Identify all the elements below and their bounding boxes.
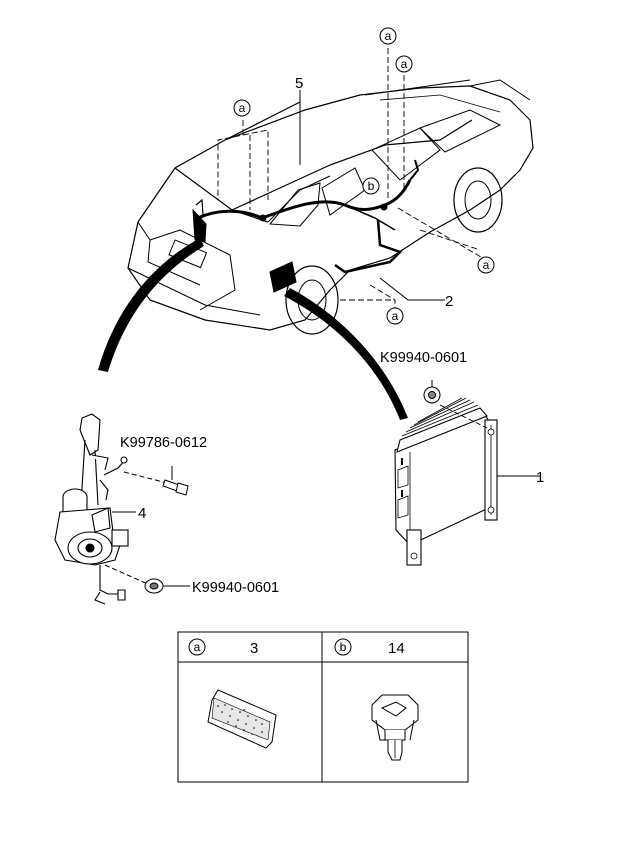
legend-table: a 3 b 14 — [177, 631, 469, 783]
part-number-antenna-nut: K99940-0601 — [192, 580, 279, 596]
detail-pointer-arrows — [98, 238, 408, 420]
callout-1: 1 — [536, 469, 544, 486]
amplifier-location — [269, 261, 297, 293]
wiring-harness — [197, 159, 420, 274]
antenna-bolt — [123, 471, 189, 496]
adhesive-pad-part — [207, 689, 277, 749]
ref-marker-a-4: a — [477, 256, 495, 274]
ref-marker-a-5: a — [386, 307, 404, 325]
amplifier-nut — [423, 386, 441, 404]
legend-part-14: 14 — [388, 640, 405, 657]
callout-leaders — [112, 90, 540, 513]
ref-marker-a-5-label: a — [392, 309, 399, 323]
ref-marker-b-label: b — [368, 179, 375, 193]
ref-marker-a-1-label: a — [239, 101, 246, 115]
callout-2: 2 — [445, 293, 453, 310]
amplifier-unit — [394, 397, 498, 566]
callout-4: 4 — [138, 505, 146, 522]
rear-antenna-location — [192, 198, 207, 243]
ref-marker-a-2: a — [379, 27, 397, 45]
legend-marker-a: a — [194, 640, 201, 654]
ref-marker-b: b — [362, 177, 380, 195]
ref-marker-a-2-label: a — [385, 29, 392, 43]
station-wagon-car — [127, 79, 534, 335]
power-antenna-assembly — [54, 413, 129, 605]
ref-marker-a-4-label: a — [483, 258, 490, 272]
part-number-amplifier-nut: K99940-0601 — [380, 350, 467, 366]
ref-marker-a-3: a — [395, 55, 413, 73]
callout-5: 5 — [295, 75, 303, 92]
ref-marker-a-1: a — [233, 99, 251, 117]
clip-part — [371, 694, 419, 761]
legend-marker-b: b — [340, 640, 347, 654]
antenna-nut — [104, 564, 164, 594]
ref-marker-a-3-label: a — [401, 57, 408, 71]
part-number-leaders — [163, 380, 433, 587]
mount-leader-lines — [217, 48, 487, 310]
part-number-antenna-bolt: K99786-0612 — [120, 435, 207, 451]
legend-part-3: 3 — [250, 640, 258, 657]
